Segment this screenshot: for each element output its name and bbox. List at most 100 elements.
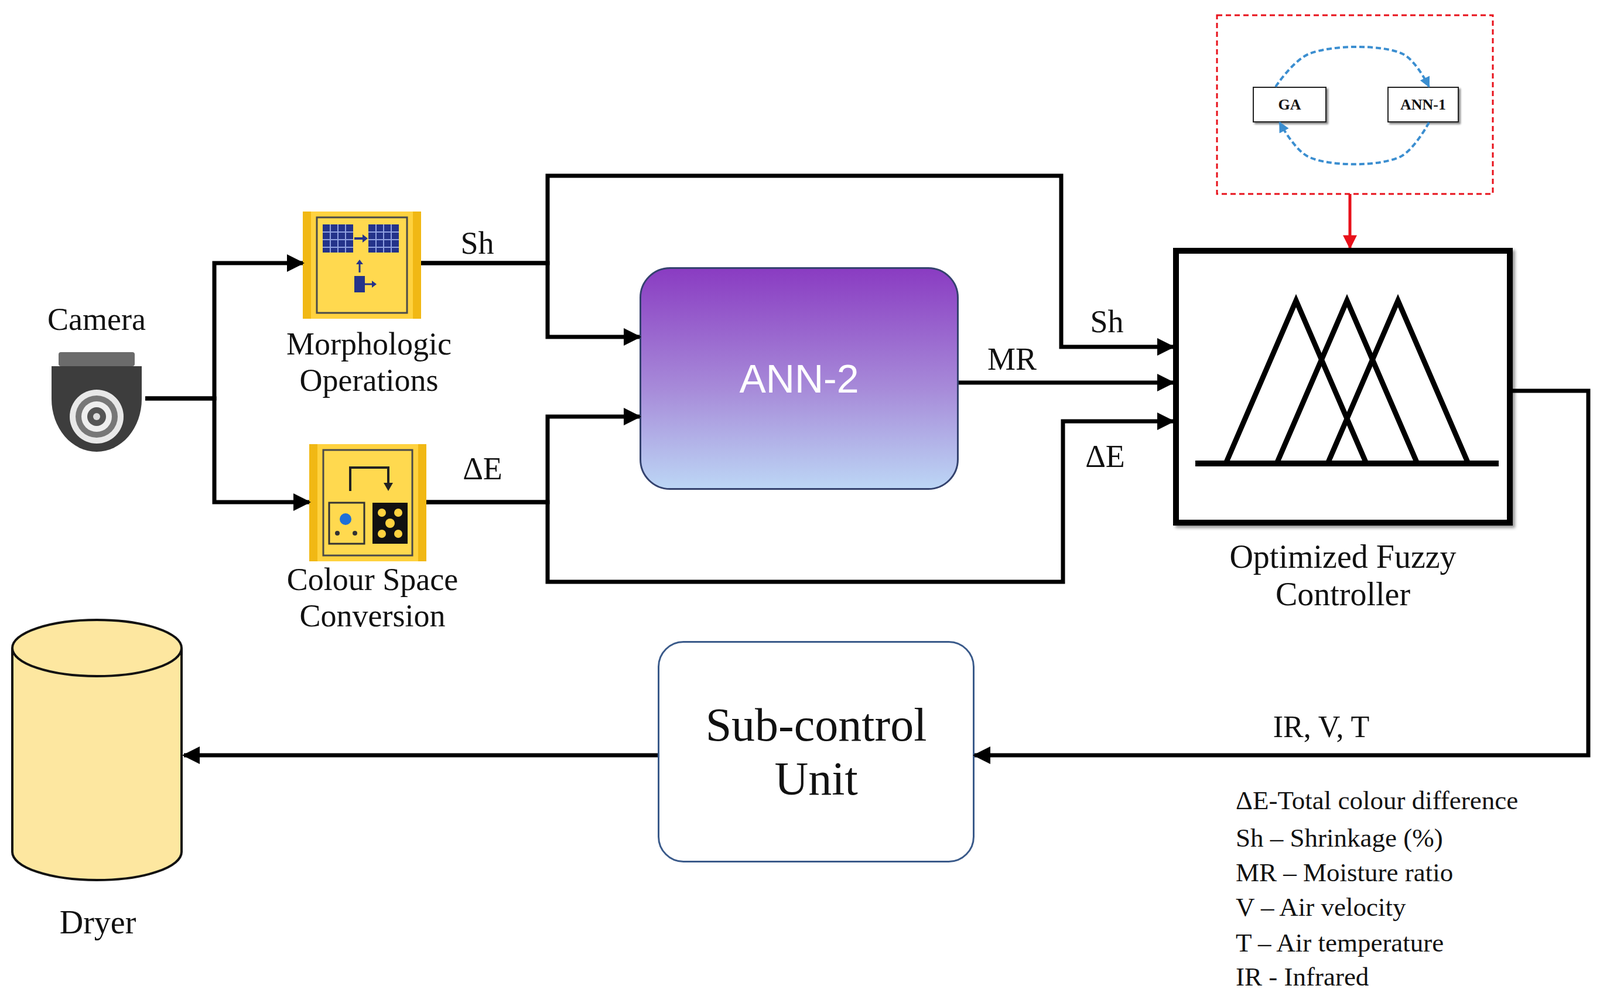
signal-connector — [421, 262, 640, 337]
node-shape — [9, 617, 184, 883]
abbreviation-note: MR – Moisture ratio — [1235, 856, 1454, 888]
node-label: Colour Space Conversion — [272, 559, 473, 636]
dryer-cylinder: Dryer — [9, 617, 186, 949]
camera-lens — [69, 389, 124, 444]
ann-1-box: ANN-1 — [1387, 86, 1459, 123]
colour-dot — [377, 529, 386, 538]
icon-frame — [302, 211, 422, 319]
icon-face — [310, 211, 413, 319]
icon-block — [354, 275, 365, 293]
node-label: ANN-1 — [1387, 86, 1459, 123]
membership-triangle — [1276, 300, 1418, 464]
icon-panel — [316, 217, 408, 313]
node-shape — [309, 443, 427, 562]
colour-dot — [352, 530, 358, 536]
node-label: ANN-2 — [639, 267, 959, 490]
grid-line — [322, 238, 354, 241]
icon-arrow-head — [371, 280, 377, 288]
colour-square — [372, 502, 408, 544]
colour-square — [329, 502, 365, 544]
ga-box: GA — [1252, 86, 1327, 123]
icon-arrow-head — [383, 482, 393, 491]
abbreviation-note: T – Air temperature — [1235, 927, 1444, 958]
node-label: GA — [1252, 86, 1327, 123]
node-shape — [302, 211, 422, 319]
signal-connector — [421, 175, 1174, 347]
cyl-icon — [9, 617, 184, 883]
signal-label: MR — [987, 340, 1037, 378]
camera-node: Camera — [23, 295, 170, 466]
grid-line — [329, 224, 331, 253]
optimization-loop-arrow — [1279, 122, 1429, 164]
node-shape — [657, 640, 975, 863]
node-label: Dryer — [9, 897, 186, 947]
membership-function-plot — [1178, 253, 1507, 520]
icon-face — [317, 443, 419, 562]
abbreviation-note: IR - Infrared — [1235, 961, 1369, 992]
camera-lens — [87, 407, 107, 426]
optimization-loop-arrow — [1275, 46, 1429, 87]
grid-line — [383, 224, 385, 253]
camera-lens — [75, 395, 118, 438]
camera-dome — [51, 366, 142, 452]
icon-panel — [323, 449, 413, 556]
grid-line — [322, 246, 354, 248]
membership-triangle — [1327, 300, 1469, 464]
signal-label: Sh — [1089, 303, 1124, 340]
node-label: Optimized Fuzzy Controller — [1173, 531, 1513, 620]
colour-dot — [334, 530, 340, 536]
grid-line — [368, 246, 399, 248]
colour-dot — [394, 508, 403, 517]
colour-space-conversion-node: Colour Space Conversion — [272, 440, 473, 637]
colour-dot — [385, 518, 395, 528]
signal-connector — [183, 753, 658, 758]
grid-line — [375, 224, 377, 253]
signal-connector — [426, 416, 640, 502]
node-shape — [48, 351, 146, 460]
signal-connector — [974, 390, 1589, 755]
cylinder-body — [12, 619, 182, 880]
fuzzy-controller-box: Optimized Fuzzy Controller — [1173, 247, 1513, 623]
icon-arrow-head — [362, 234, 368, 243]
colour-dot — [339, 513, 352, 525]
abbreviation-note: ΔE-Total colour difference — [1235, 784, 1519, 816]
optimization-arrow — [1348, 193, 1352, 248]
plot-baseline — [1195, 460, 1499, 467]
grid-line — [337, 224, 339, 253]
grid-line — [390, 224, 392, 253]
signal-label: ΔE — [462, 450, 503, 487]
signal-label: ΔE — [1085, 438, 1126, 475]
loop-arrow — [350, 467, 389, 491]
signal-label: IR, V, T — [1273, 709, 1370, 744]
grid-line — [368, 238, 399, 241]
node-label: Sub-control Unit — [657, 640, 975, 863]
abbreviation-note: Sh – Shrinkage (%) — [1235, 822, 1444, 853]
signal-connector — [426, 421, 1174, 582]
morph-icon — [302, 211, 422, 319]
icon-arrow-head — [356, 259, 364, 265]
ann-2-box: ANN-2 — [639, 267, 959, 490]
signal-connector — [958, 380, 1174, 385]
colour-icon — [309, 443, 427, 562]
sub-control-unit-box: Sub-control Unit — [657, 640, 975, 863]
colour-dot — [394, 529, 403, 538]
camera-lens — [93, 412, 101, 420]
signal-label: Sh — [460, 224, 494, 262]
camera-icon — [48, 351, 146, 460]
colour-dot — [377, 508, 386, 517]
abbreviation-note: V – Air velocity — [1235, 891, 1406, 922]
camera-lens — [81, 401, 112, 432]
icon-arrow — [359, 262, 361, 273]
camera-mount — [58, 351, 135, 367]
cylinder-rim — [12, 647, 182, 676]
optimization-group-frame — [1216, 15, 1493, 194]
node-shape — [1173, 247, 1513, 526]
icon-arrow — [354, 237, 364, 240]
morphologic-operations-node: Morphologic Operations — [269, 207, 469, 405]
membership-triangle — [1225, 300, 1367, 464]
node-label: Camera — [23, 295, 170, 343]
pixel-grid — [368, 224, 399, 253]
icon-frame — [309, 443, 427, 562]
